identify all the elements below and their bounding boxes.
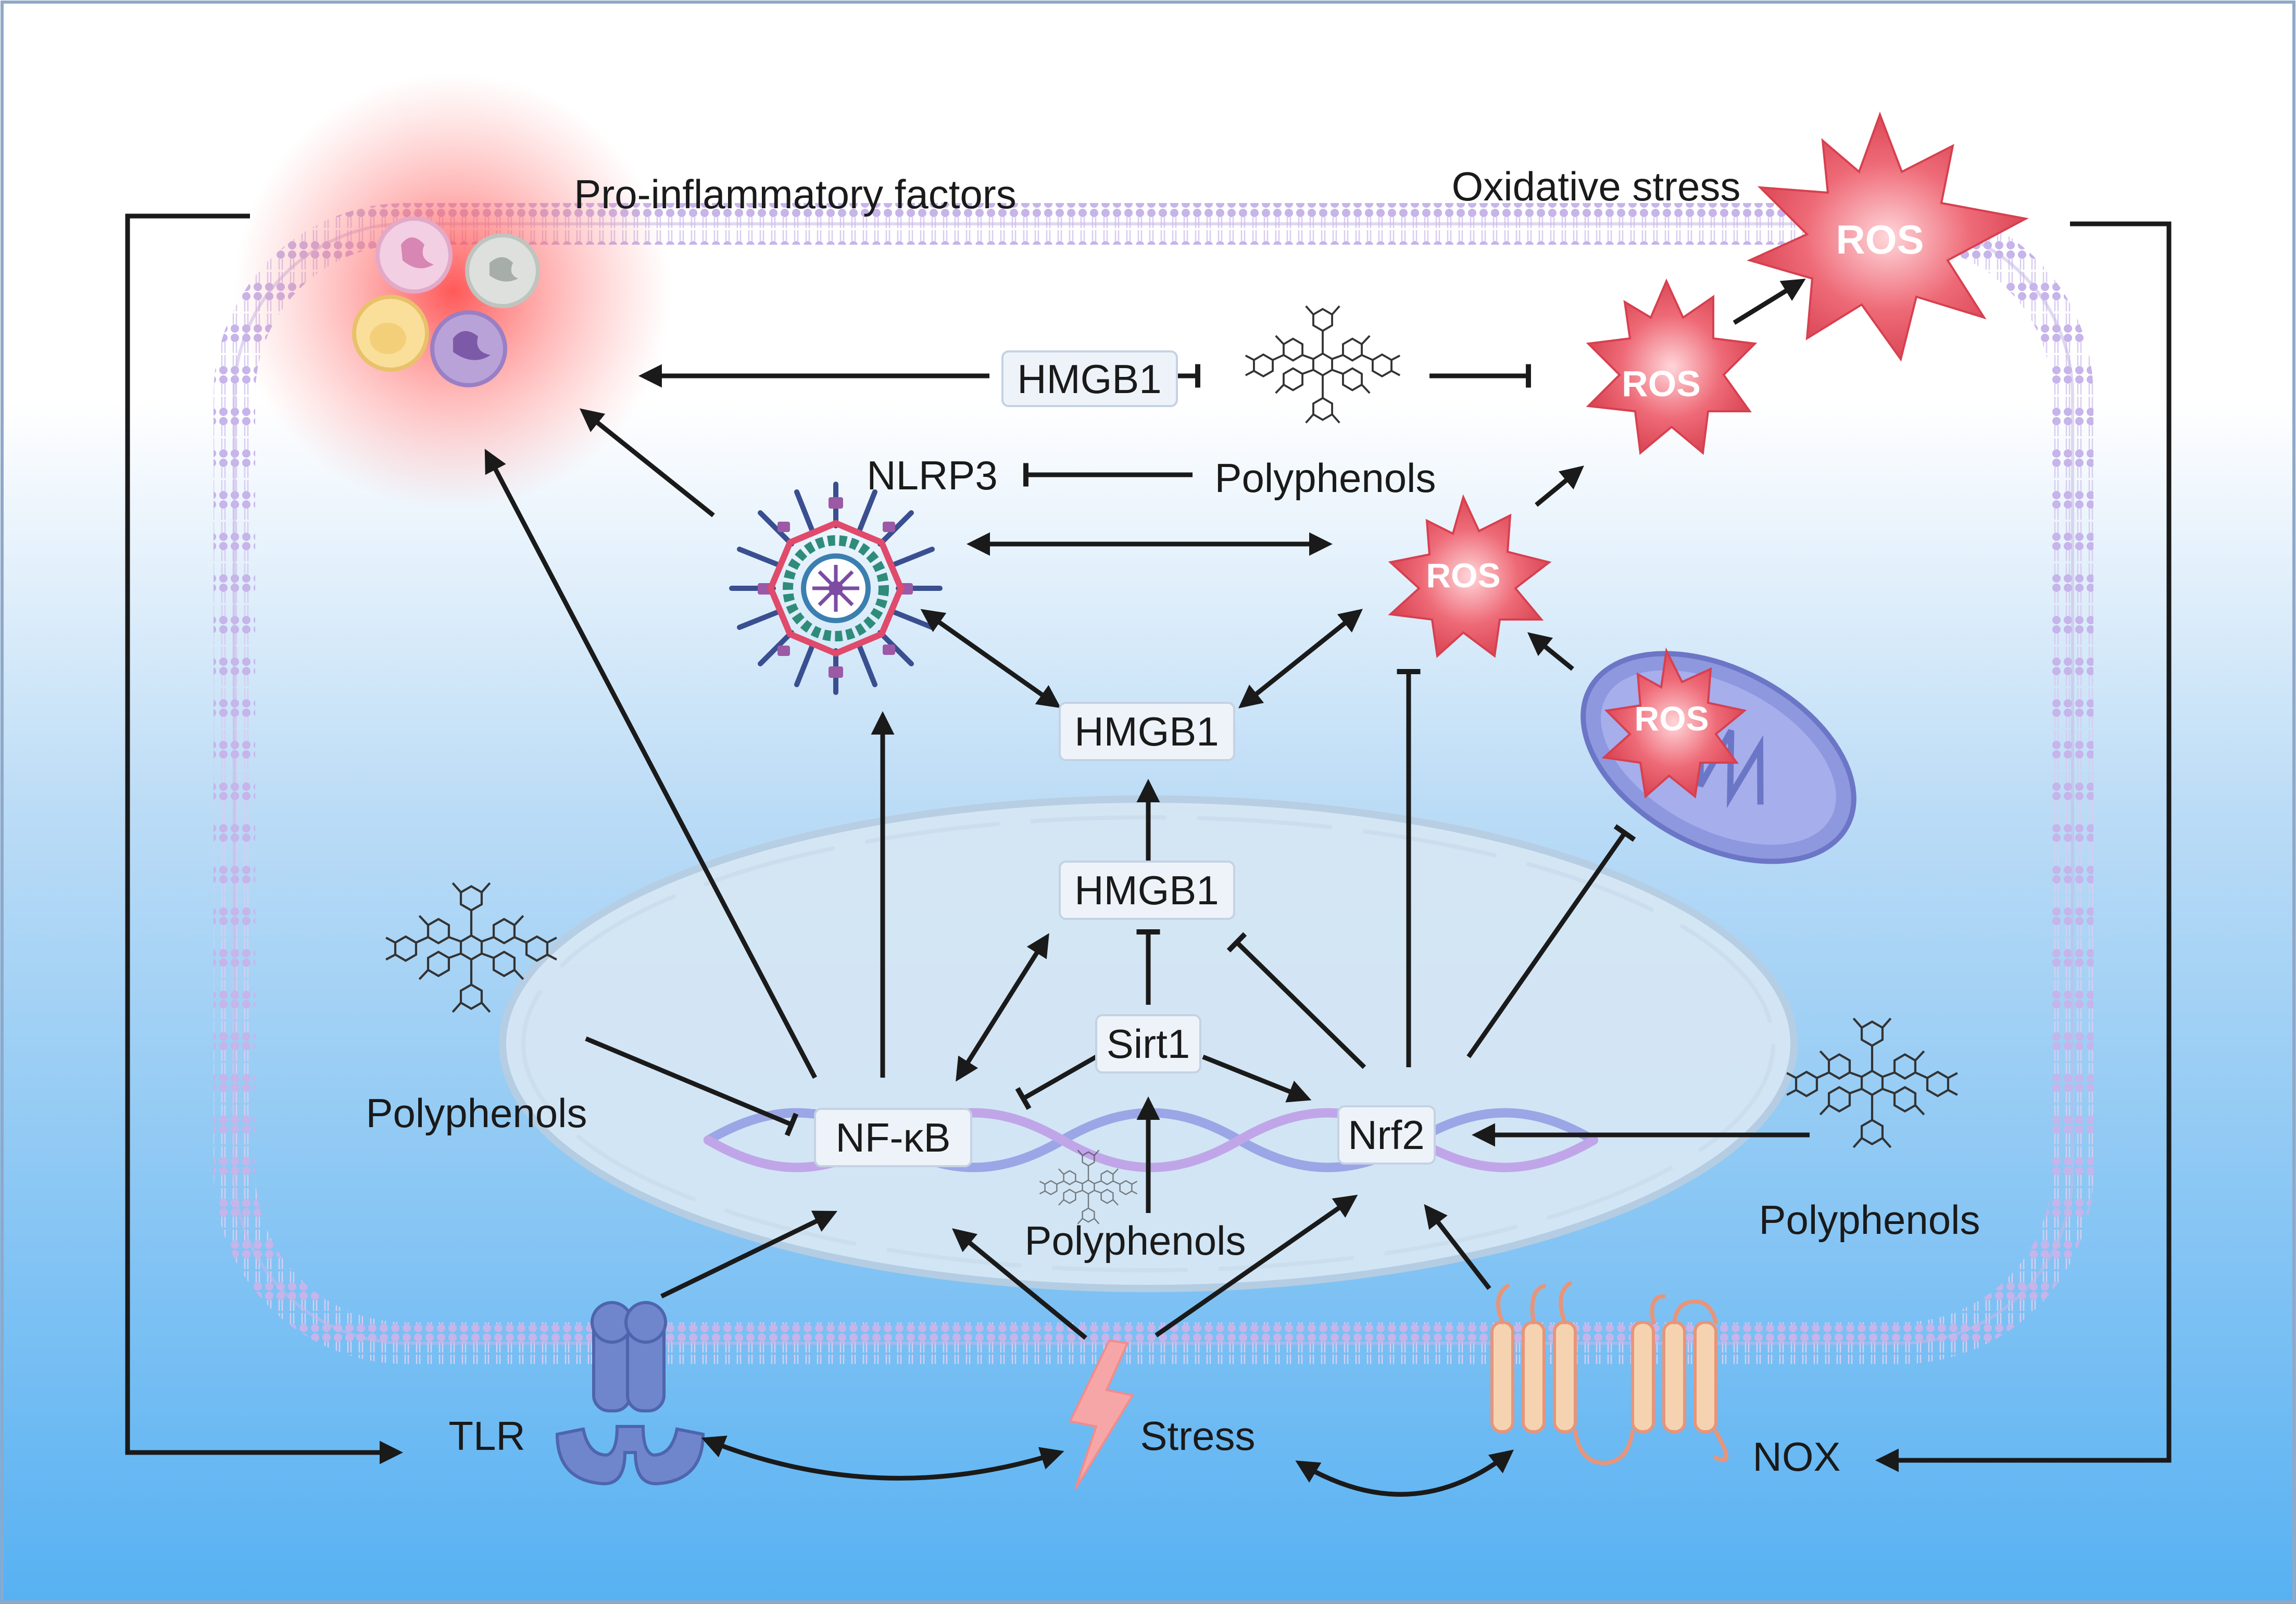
ros-burst-icon: ROS (1747, 111, 2029, 362)
polyphenols-center-label: Polyphenols (1025, 1218, 1246, 1264)
ros-upper-label: ROS (1622, 363, 1701, 404)
nlrp3-label: NLRP3 (867, 452, 997, 498)
hmgb1-mid-label: HMGB1 (1074, 709, 1219, 754)
polyphenols-left-label: Polyphenols (366, 1090, 587, 1136)
pro-inflammatory-label: Pro-inflammatory factors (574, 171, 1017, 217)
ros-burst-icon: ROS (1586, 279, 1758, 455)
left-feedback-arrow (125, 213, 403, 1464)
nfkb-label: NF-κB (836, 1115, 951, 1160)
nfkb-node: NF-κB (814, 1108, 972, 1167)
ros-mito-label: ROS (1634, 699, 1709, 738)
nox-label: NOX (1752, 1434, 1840, 1480)
hmgb1-top-node: HMGB1 (1001, 350, 1178, 407)
oxidative-stress-label: Oxidative stress (1452, 163, 1741, 209)
ros-large-label: ROS (1836, 217, 1924, 262)
hmgb1-mid-node: HMGB1 (1059, 702, 1235, 761)
nlrp3-inflammasome-icon (729, 482, 943, 695)
tlr-label: TLR (448, 1413, 525, 1459)
right-feedback-arrow (1875, 221, 2172, 1472)
ros-middle-label: ROS (1426, 556, 1500, 595)
cell-membrane-outline (233, 222, 2074, 1345)
polyphenols-top-label: Polyphenols (1215, 455, 1436, 501)
neutrophil-cells-icon (234, 73, 672, 510)
hmgb1-nuclear-label: HMGB1 (1074, 867, 1219, 913)
stress-label: Stress (1140, 1413, 1255, 1459)
ros-burst-icon: ROS (1388, 494, 1552, 658)
sirt1-node: Sirt1 (1095, 1014, 1201, 1073)
hmgb1-nuclear-node: HMGB1 (1059, 861, 1235, 920)
nox-transmembrane-icon (1490, 1281, 1728, 1466)
polyphenols-right-label: Polyphenols (1759, 1197, 1980, 1243)
lightning-icon (1069, 1339, 1135, 1490)
nrf2-label: Nrf2 (1348, 1112, 1424, 1158)
sirt1-label: Sirt1 (1107, 1021, 1190, 1067)
nrf2-node: Nrf2 (1337, 1105, 1436, 1165)
hmgb1-top-label: HMGB1 (1017, 356, 1161, 402)
tlr-receptor-icon (555, 1301, 705, 1486)
mitochondrion-icon: ROS (1580, 647, 1856, 864)
